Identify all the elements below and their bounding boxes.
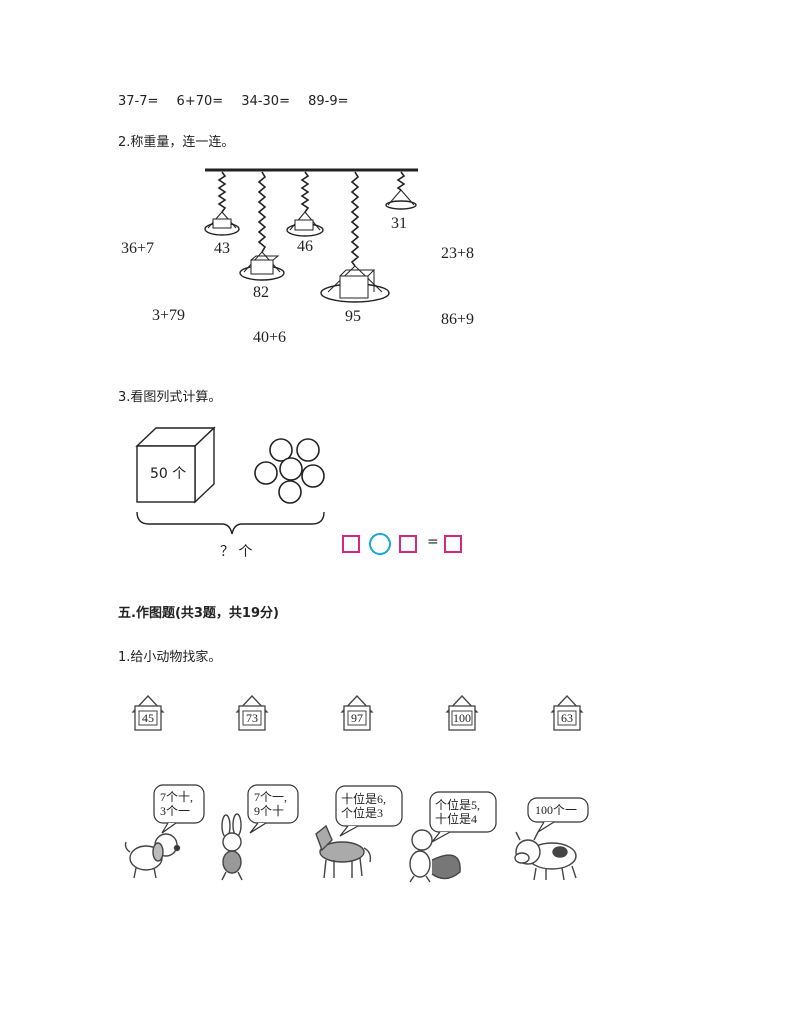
equals-sign: = [427, 534, 439, 550]
bubble-text-5: 100个一 [535, 803, 578, 817]
expression-86-9: 86+9 [441, 311, 475, 328]
bubble-text-2: 7个一, 9个十 [254, 790, 288, 818]
spring-3 [300, 171, 310, 213]
question-3-title: 3.看图列式计算。 [118, 390, 222, 405]
equation-row: 37-7= 6+70= 34-30= 89-9= [118, 94, 363, 109]
bubble-text-4: 个位是5, 十位是4 [435, 798, 481, 826]
weight-43: 43 [214, 240, 230, 257]
house-label-97: 97 [351, 711, 363, 725]
house-4 [445, 695, 479, 731]
cube-box [136, 445, 196, 503]
expression-23-8: 23+8 [441, 245, 475, 262]
spring-1 [217, 171, 227, 213]
equation-2: 6+70= [176, 94, 224, 109]
bubble-text-3: 十位是6, 个位是3 [341, 792, 387, 820]
weight-31: 31 [391, 215, 407, 232]
answer-box-1[interactable] [342, 535, 360, 553]
weight-95: 95 [345, 308, 361, 325]
cube-label: 50 个 [150, 466, 187, 482]
answer-box-2[interactable] [399, 535, 417, 553]
bubble-text-1: 7个十, 3个一 [160, 790, 194, 818]
circle-5 [301, 464, 325, 488]
speech-bubble-2 [247, 784, 299, 834]
circle-1 [269, 438, 293, 462]
section-5-title: 五.作图题(共3题，共19分) [118, 606, 279, 621]
brace-label: ？ 个 [220, 544, 253, 560]
horse-icon [315, 824, 372, 879]
weight-46: 46 [297, 238, 313, 255]
operator-circle[interactable] [369, 533, 391, 555]
question-5-1-title: 1.给小动物找家。 [118, 650, 222, 665]
question-2-title: 2.称重量，连一连。 [118, 135, 235, 150]
circle-2 [296, 438, 320, 462]
equation-3: 34-30= [241, 94, 290, 109]
house-label-63: 63 [561, 711, 573, 725]
house-label-100: 100 [453, 711, 471, 725]
answer-box-3[interactable] [444, 535, 462, 553]
equation-1: 37-7= [118, 94, 159, 109]
spring-5 [396, 171, 406, 191]
house-label-45: 45 [142, 711, 154, 725]
circle-3 [254, 461, 278, 485]
spring-2 [257, 171, 267, 253]
speech-bubble-4 [429, 791, 497, 843]
cow-icon [514, 831, 577, 881]
rabbit-icon [221, 813, 243, 881]
speech-bubble-3 [335, 785, 403, 837]
expression-3-79: 3+79 [152, 307, 186, 324]
brace [136, 511, 325, 535]
spring-4 [350, 171, 360, 267]
squirrel-icon [409, 829, 461, 883]
expression-36-7: 36+7 [121, 240, 155, 257]
circle-4 [279, 457, 303, 481]
speech-bubble-1 [153, 784, 205, 834]
house-2 [235, 695, 269, 731]
expression-40-6: 40+6 [253, 329, 287, 346]
house-5 [550, 695, 584, 731]
weight-82: 82 [253, 284, 269, 301]
house-1 [131, 695, 165, 731]
equation-4: 89-9= [308, 94, 349, 109]
house-3 [340, 695, 374, 731]
house-label-73: 73 [246, 711, 258, 725]
circle-6 [278, 480, 302, 504]
dog-icon [124, 833, 181, 879]
